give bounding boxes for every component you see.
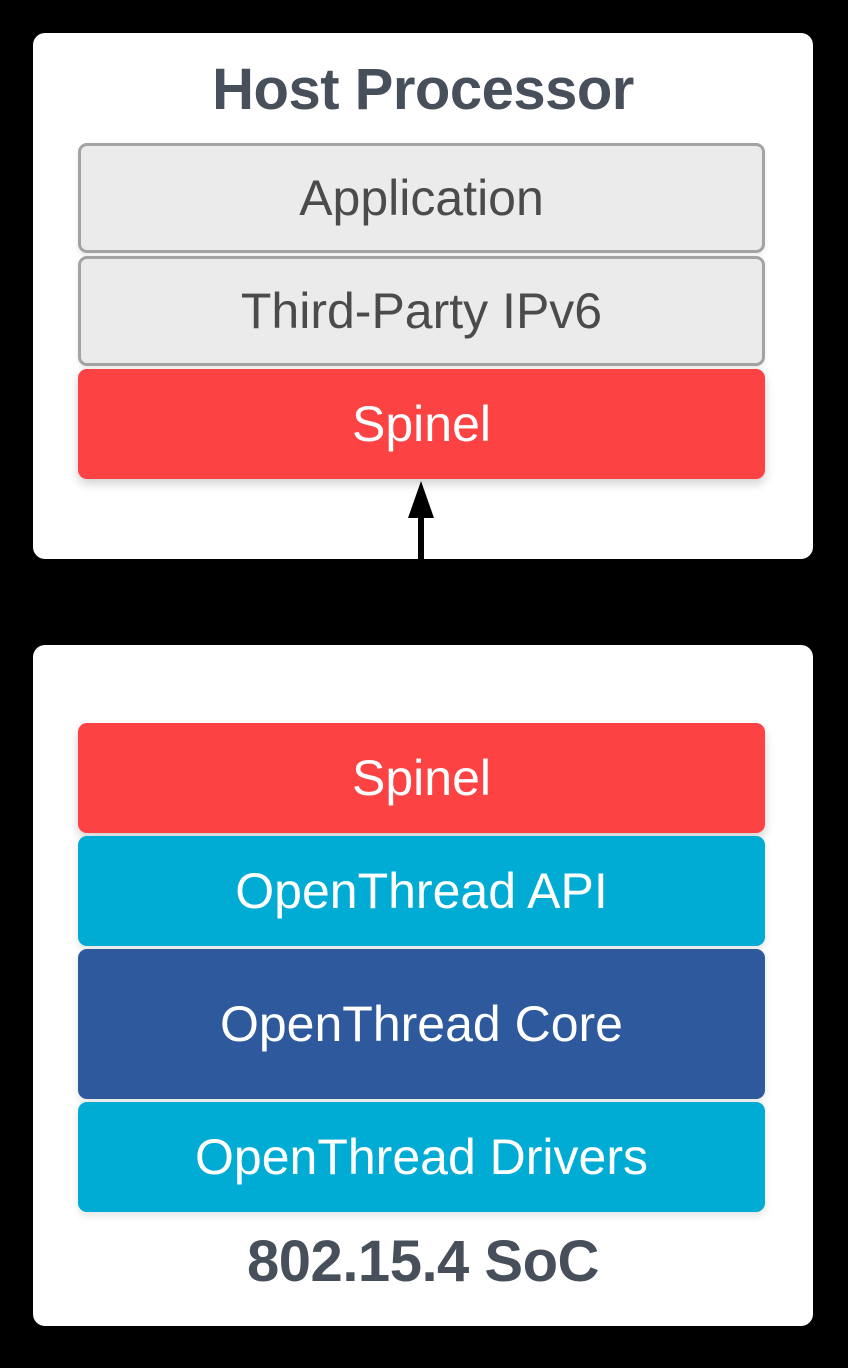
soc-panel: Spinel OpenThread API OpenThread Core Op… — [33, 645, 813, 1326]
layer-third-party-ipv6: Third-Party IPv6 — [78, 256, 765, 366]
layer-openthread-api: OpenThread API — [78, 836, 765, 946]
layer-openthread-drivers: OpenThread Drivers — [78, 1102, 765, 1212]
host-layer-stack: Application Third-Party IPv6 Spinel — [78, 143, 765, 479]
soc-layer-stack: Spinel OpenThread API OpenThread Core Op… — [78, 723, 765, 1212]
layer-application: Application — [78, 143, 765, 253]
soc-panel-title: 802.15.4 SoC — [247, 1229, 599, 1294]
layer-openthread-core: OpenThread Core — [78, 949, 765, 1099]
host-panel-title: Host Processor — [212, 57, 634, 122]
host-processor-panel: Host Processor Application Third-Party I… — [33, 33, 813, 559]
layer-spinel-host: Spinel — [78, 369, 765, 479]
layer-spinel-soc: Spinel — [78, 723, 765, 833]
